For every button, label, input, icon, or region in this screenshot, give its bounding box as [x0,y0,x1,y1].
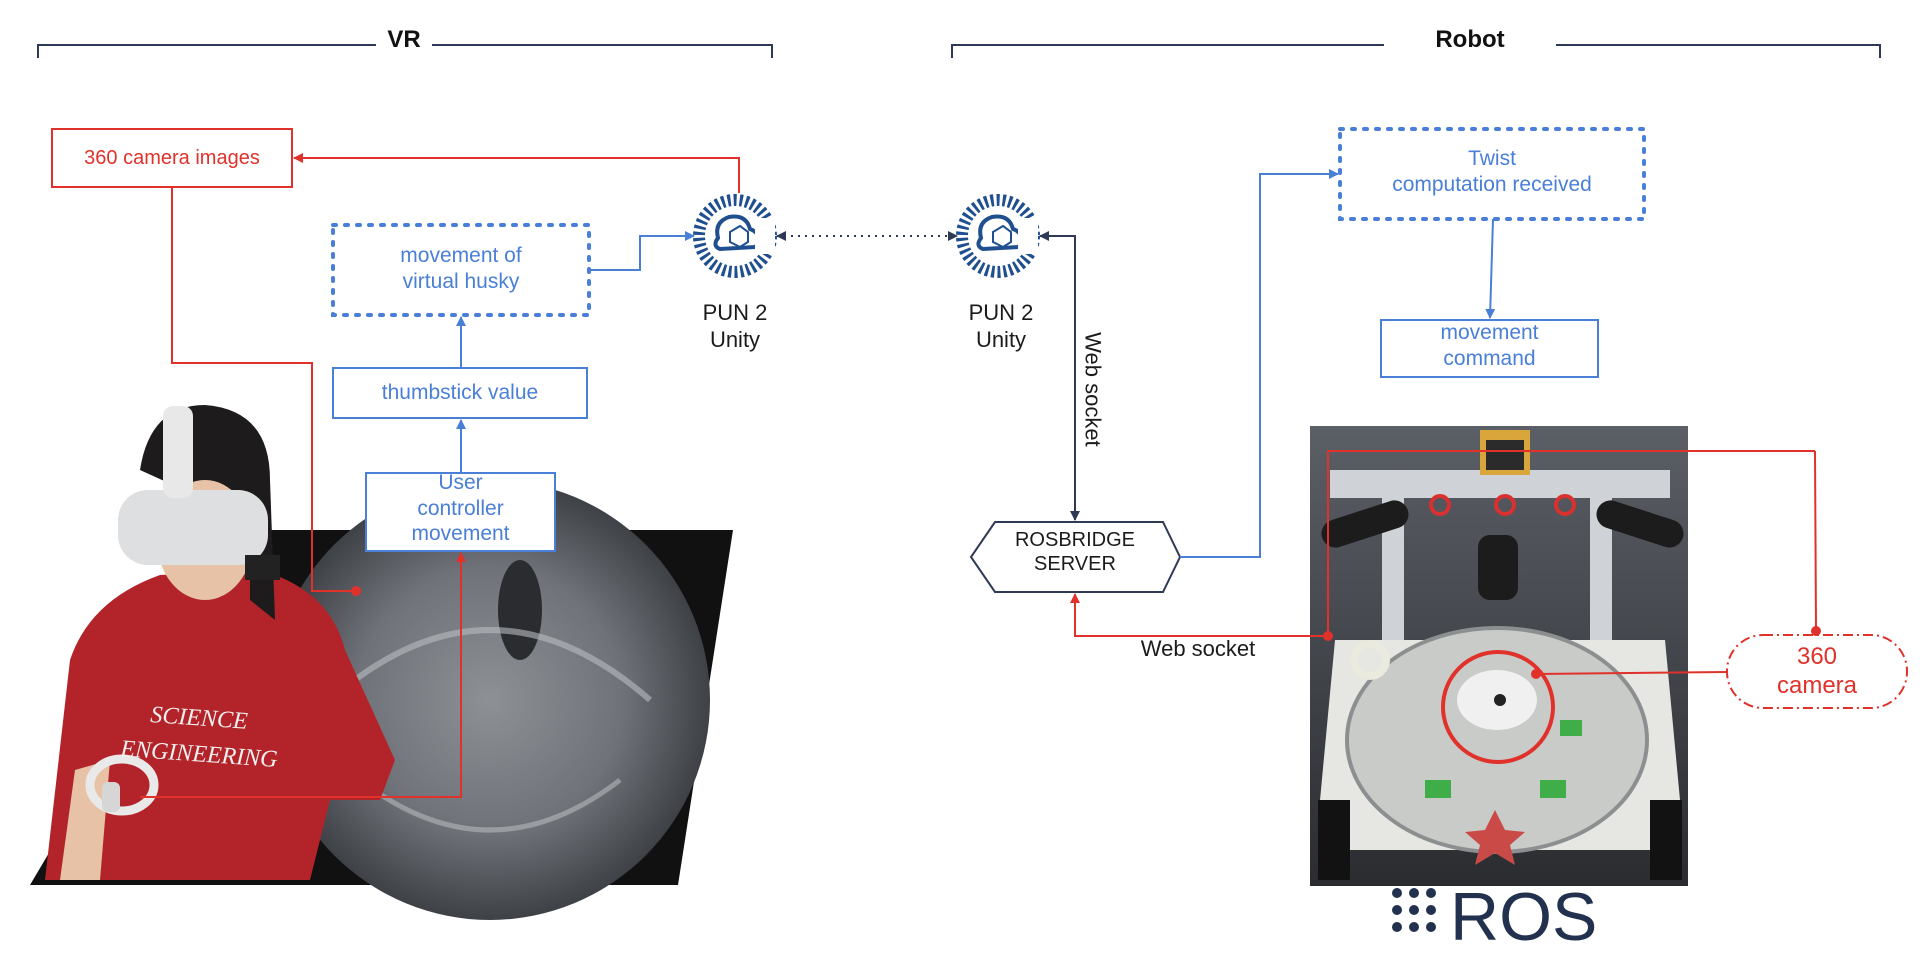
edge-camera-images-to-headset [171,187,355,592]
edge-husky-to-unity [589,231,695,271]
vr-header: VR [376,25,432,55]
edge-camera-node-to-highlight [1535,671,1728,675]
movement-command-box [1380,319,1599,378]
user-controller-label: User controller movement [411,471,510,546]
edge-controller-to-user-box [140,552,466,798]
pun-right-label: PUN 2 Unity [968,300,1034,352]
websocket-vertical-label: Web socket [1080,332,1106,447]
fisheye-view [270,480,710,920]
vr-controller [85,754,159,816]
ros-logo: ROS [1392,879,1597,955]
robot-header: Robot [1384,25,1556,55]
thumbstick-box [332,367,588,419]
rosbridge-label: ROSBRIDGE SERVER [1014,529,1136,576]
twist-box [1338,127,1646,221]
edge-twist-to-command [1485,218,1496,319]
vr-headset [118,490,268,565]
movement-command-label: movement command [1440,321,1539,370]
virtual-husky-label: movement of virtual husky [400,244,522,293]
camera-360-label: 360 camera [1776,643,1858,700]
edge-rosbridge-to-twist [1180,169,1339,558]
rosbridge-node [969,521,1182,593]
websocket-horizontal-label: Web socket [1140,636,1256,661]
edge-unity-to-camera-images [293,153,740,193]
unity-logo-left [693,194,777,278]
camera-highlight-circle [1441,650,1555,764]
twist-label: Twist computation received [1392,147,1592,196]
edge-rosbridge-unity [1039,231,1080,521]
unity-logo-right [956,194,1040,278]
robot-photo [1310,426,1688,886]
pun-left-label: PUN 2 Unity [702,300,768,352]
ros-logo-text: ROS [1450,879,1597,955]
thumbstick-label: thumbstick value [381,381,539,404]
camera-images-label: 360 camera images [84,147,260,169]
edge-camera-node-to-robot [1814,450,1817,632]
